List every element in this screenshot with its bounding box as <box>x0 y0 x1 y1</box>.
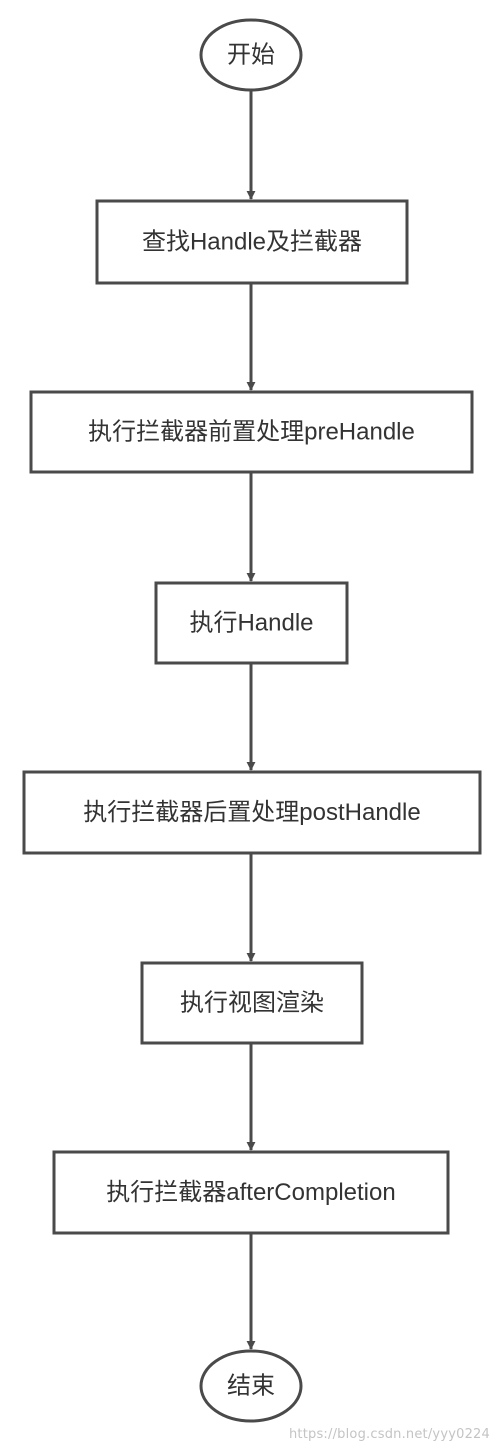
node-find-handle: 查找Handle及拦截器 <box>95 199 409 285</box>
after-completion-box <box>52 1150 450 1235</box>
exec-handle-label: 执行Handle <box>189 610 313 637</box>
node-prehandle: 执行拦截器前置处理preHandle <box>29 390 474 474</box>
end-label: 结束 <box>227 1373 275 1400</box>
start-terminal-shape <box>199 18 303 92</box>
find-handle-box <box>95 199 409 285</box>
exec-handle-box <box>154 581 349 665</box>
find-handle-label: 查找Handle及拦截器 <box>142 229 362 256</box>
node-start: 开始 <box>199 18 303 92</box>
node-posthandle: 执行拦截器后置处理postHandle <box>22 770 482 855</box>
prehandle-box <box>29 390 474 474</box>
posthandle-label: 执行拦截器后置处理postHandle <box>83 799 420 826</box>
render-view-box <box>140 961 364 1045</box>
start-label: 开始 <box>227 42 275 69</box>
end-terminal-shape <box>199 1349 303 1423</box>
after-completion-label: 执行拦截器afterCompletion <box>106 1179 395 1206</box>
node-exec-handle: 执行Handle <box>154 581 349 665</box>
posthandle-box <box>22 770 482 855</box>
node-render-view: 执行视图渲染 <box>140 961 364 1045</box>
node-end: 结束 <box>199 1349 303 1423</box>
node-after-completion: 执行拦截器afterCompletion <box>52 1150 450 1235</box>
render-view-label: 执行视图渲染 <box>180 990 324 1017</box>
prehandle-label: 执行拦截器前置处理preHandle <box>88 419 415 446</box>
watermark: https://blog.csdn.net/yyy0224 <box>288 1427 490 1442</box>
